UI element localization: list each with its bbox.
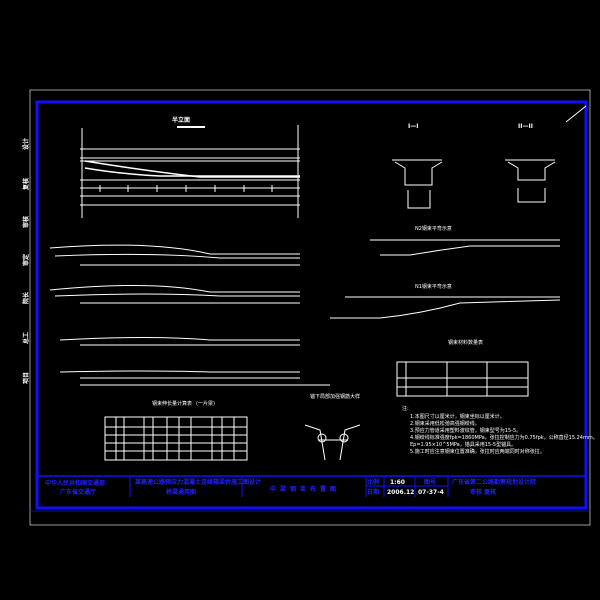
outer-border (29, 89, 591, 526)
section-1-1 (392, 159, 443, 209)
plan-views (330, 239, 561, 319)
elevation-title: 半立面 (172, 116, 190, 124)
side-label: 复核 (22, 178, 30, 191)
svg-text:Ep=1.95×10^5MPa，锚具采用15-5型锚具。: Ep=1.95×10^5MPa，锚具采用15-5型锚具。 (410, 441, 516, 448)
designer-line1: 广东省第二公路勘察规划设计院 (452, 478, 536, 486)
svg-text:(一片梁): (一片梁) (196, 400, 215, 407)
number-label: 图号 (424, 478, 436, 486)
side-label: 总工 (22, 332, 30, 344)
tendon-table-title: 钢束伸长量计算表 (152, 400, 192, 407)
date-label: 日期 (367, 488, 379, 496)
tendon-table (104, 416, 248, 461)
svg-text:3.预应力管道采用塑料波纹管，钢束型号为15-5。: 3.预应力管道采用塑料波纹管，钢束型号为15-5。 (410, 427, 521, 434)
side-label: 审定 (22, 254, 30, 266)
notes: 注: 1.本图尺寸以厘米计，钢束坐标以厘米计。 2.钢束采用低松弛高强钢绞线。 … (402, 405, 598, 455)
svg-text:5.施工时应注意钢束位置准确，张拉时应两端同时对称张拉。: 5.施工时应注意钢束位置准确，张拉时应两端同时对称张拉。 (410, 448, 545, 455)
elevation-view (80, 125, 300, 218)
svg-text:2.钢束采用低松弛高强钢绞线。: 2.钢束采用低松弛高强钢绞线。 (410, 420, 480, 427)
authority-line2: 广东省交通厅 (60, 488, 96, 496)
project-line1: 某高速公路预应力混凝土连续箱梁桥施工图设计 (135, 478, 261, 486)
anchor-detail (304, 424, 361, 461)
tendon-profile-n1 (49, 244, 330, 386)
material-table-title: 钢束材料数量表 (448, 339, 483, 346)
side-label: 审核 (22, 216, 30, 228)
date-value: 2006.12 (387, 489, 414, 496)
side-labels: 设计 复核 审核 审定 院长 总工 项目 (22, 138, 30, 384)
drawing-title: 中梁钢束布置图 (270, 485, 340, 493)
plan-n2-title: N2钢束平弯示意 (415, 225, 452, 232)
svg-text:注:: 注: (402, 405, 409, 412)
plan-n1-title: N1钢束平弯示意 (415, 283, 452, 290)
section-2-2 (505, 159, 556, 203)
detail-title: 锚下局部加强钢筋大样 (310, 393, 360, 400)
scale-value: 1:60 (390, 479, 405, 486)
title-block: 中华人民共和国交通部 广东省交通厅 某高速公路预应力混凝土连续箱梁桥施工图设计 … (37, 475, 586, 497)
project-line2: 桥梁通用图 (166, 488, 196, 496)
side-label: 院长 (22, 291, 30, 304)
scale-label: 比例 (367, 478, 379, 486)
section-b-title: II—II (518, 123, 533, 130)
svg-text:1.本图尺寸以厘米计，钢束坐标以厘米计。: 1.本图尺寸以厘米计，钢束坐标以厘米计。 (410, 413, 505, 420)
material-table (396, 361, 529, 397)
designer-line2: 审核 复核 (470, 488, 496, 496)
side-label: 设计 (22, 138, 30, 150)
side-label: 项目 (22, 372, 30, 384)
section-a-title: I—I (408, 123, 418, 130)
number-value: 07-37-4 (418, 489, 444, 496)
authority-line1: 中华人民共和国交通部 (45, 479, 105, 487)
svg-text:4.钢绞线标准强度fpk=1860MPa，张拉控制应力为0.: 4.钢绞线标准强度fpk=1860MPa，张拉控制应力为0.75fpk，公称直径… (410, 434, 598, 441)
